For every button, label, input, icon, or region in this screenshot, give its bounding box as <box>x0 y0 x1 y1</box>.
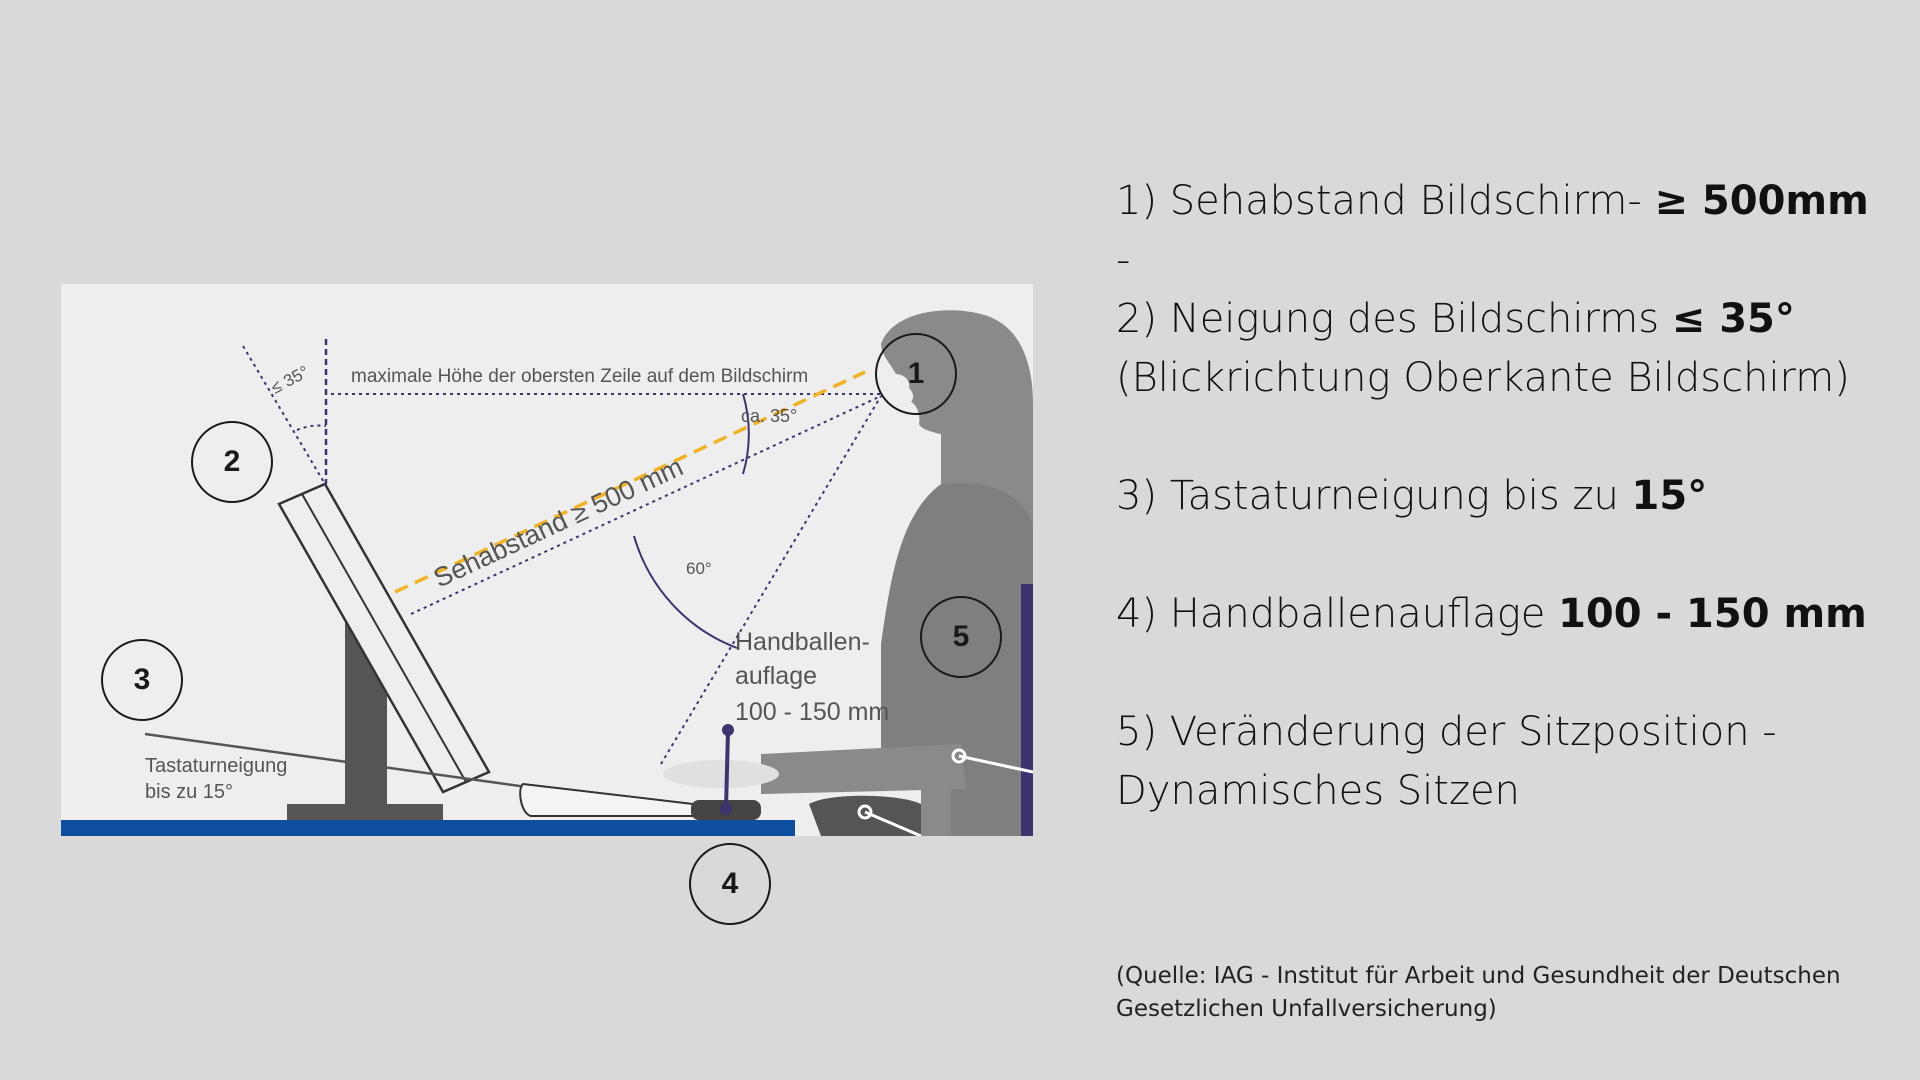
marker-2: 2 <box>191 421 273 503</box>
label-angle-60: 60° <box>686 559 712 578</box>
legend-item-2: 2) Neigung des Bildschirms ≤ 35° <box>1116 290 1906 349</box>
label-handballen-3: 100 - 150 mm <box>735 698 889 726</box>
legend-item-1: 1) Sehabstand Bildschirm- ≥ 500mm <box>1116 172 1906 231</box>
marker-1: 1 <box>875 333 957 415</box>
source-line-1: (Quelle: IAG - Institut für Arbeit und G… <box>1116 963 1841 989</box>
legend-item-3-text: 3) Tastaturneigung bis zu <box>1116 473 1632 519</box>
keyboard-area <box>144 724 779 820</box>
legend-item-4: 4) Handballenauflage 100 - 150 mm <box>1116 585 1906 644</box>
guide-lines <box>242 339 882 765</box>
label-tastatur-1: Tastaturneigung <box>145 755 287 777</box>
label-max-height: maximale Höhe der obersten Zeile auf dem… <box>351 366 808 387</box>
marker-3: 3 <box>101 639 183 721</box>
legend-item-3-value: 15° <box>1631 473 1708 519</box>
diagram-svg: maximale Höhe der obersten Zeile auf dem… <box>61 310 1033 836</box>
label-handballen-1: Handballen- <box>735 628 870 656</box>
legend-item-4-value: 100 - 150 mm <box>1558 591 1867 637</box>
ergonomics-diagram: maximale Höhe der obersten Zeile auf dem… <box>61 284 1033 836</box>
label-handballen-2: auflage <box>735 662 817 690</box>
marker-5: 5 <box>920 596 1002 678</box>
label-tastatur-2: bis zu 15° <box>145 781 233 803</box>
label-ca-35: ca. 35° <box>741 406 797 426</box>
legend: 1) Sehabstand Bildschirm- ≥ 500mm - 2) N… <box>1116 172 1906 821</box>
marker-4: 4 <box>689 843 771 925</box>
legend-item-1-value: ≥ 500mm <box>1654 178 1869 224</box>
legend-item-1-dash: - <box>1116 237 1131 283</box>
legend-item-2-value: ≤ 35° <box>1671 296 1795 342</box>
source-citation: (Quelle: IAG - Institut für Arbeit und G… <box>1116 960 1876 1026</box>
source-line-2: Gesetzlichen Unfallversicherung) <box>1116 996 1497 1022</box>
legend-item-2-line2: (Blickrichtung Oberkante Bildschirm) <box>1116 355 1850 401</box>
legend-item-2-text: 2) Neigung des Bildschirms <box>1116 296 1672 342</box>
desk <box>61 820 795 836</box>
legend-item-5: 5) Veränderung der Sitzposition - <box>1116 709 1777 755</box>
legend-item-5-line2: Dynamisches Sitzen <box>1116 768 1520 814</box>
legend-item-4-text: 4) Handballenauflage <box>1116 591 1559 637</box>
legend-item-1-text: 1) Sehabstand Bildschirm- <box>1116 178 1655 224</box>
monitor <box>277 482 491 820</box>
legend-item-3: 3) Tastaturneigung bis zu 15° <box>1116 467 1906 526</box>
label-angle-35: ≤ 35° <box>268 362 312 397</box>
